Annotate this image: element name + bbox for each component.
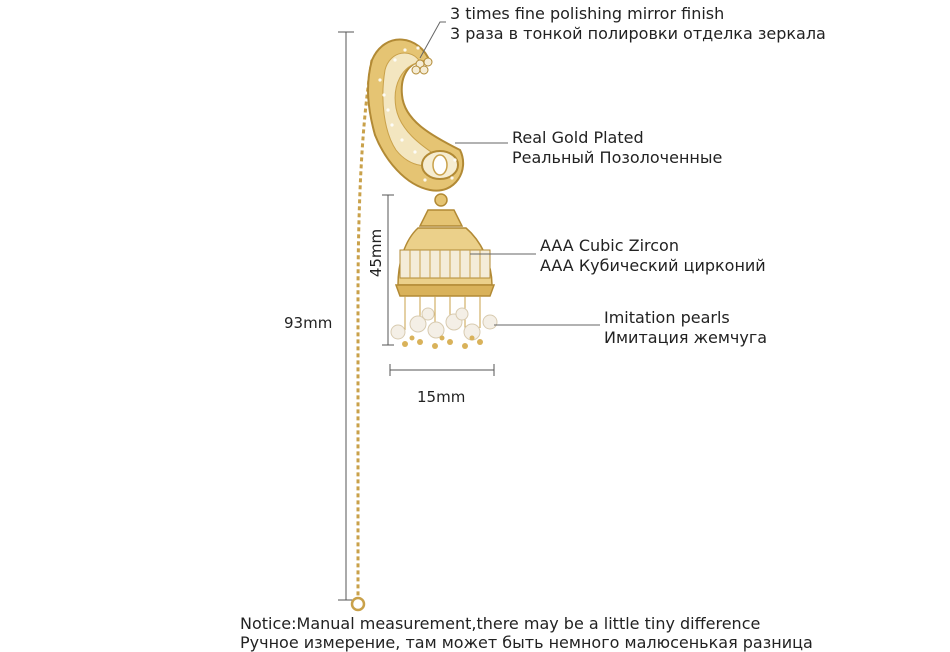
chain: [350, 59, 374, 612]
annotation-cubic-zircon-en: AAA Cubic Zircon: [540, 236, 679, 255]
pendant-width-dimension-line: [389, 364, 495, 376]
annotation-leaders: [419, 21, 600, 326]
measurement-notice: Notice:Manual measurement,there may be a…: [240, 614, 813, 652]
total-length-dimension-line: [338, 31, 354, 601]
annotation-cubic-zircon: AAA Cubic Zircon AAA Кубический цирконий: [540, 236, 766, 276]
annotation-pearls: Imitation pearls Имитация жемчуга: [604, 308, 767, 348]
annotation-gold-plated-ru: Реальный Позолоченные: [512, 148, 723, 167]
notice-en: Notice:Manual measurement,there may be a…: [240, 614, 761, 633]
peacock-ear-cuff: [367, 38, 465, 192]
notice-ru: Ручное измерение, там может быть немного…: [240, 633, 813, 652]
jhumka-bell: [390, 193, 498, 349]
annotation-pearls-en: Imitation pearls: [604, 308, 730, 327]
pendant-height-label: 45mm: [367, 228, 386, 278]
annotation-polishing-en: 3 times fine polishing mirror finish: [450, 4, 725, 23]
annotation-pearls-ru: Имитация жемчуга: [604, 328, 768, 347]
annotation-cubic-zircon-ru: AAA Кубический цирконий: [540, 256, 766, 275]
total-length-label: 93mm: [284, 314, 333, 332]
annotation-polishing: 3 times fine polishing mirror finish 3 р…: [450, 4, 826, 44]
pendant-width-label: 15mm: [417, 388, 466, 406]
annotation-polishing-ru: 3 раза в тонкой полировки отделка зеркал…: [450, 24, 826, 43]
pendant-height-dimension-line: [382, 194, 394, 346]
annotation-gold-plated-en: Real Gold Plated: [512, 128, 644, 147]
annotation-gold-plated: Real Gold Plated Реальный Позолоченные: [512, 128, 722, 168]
